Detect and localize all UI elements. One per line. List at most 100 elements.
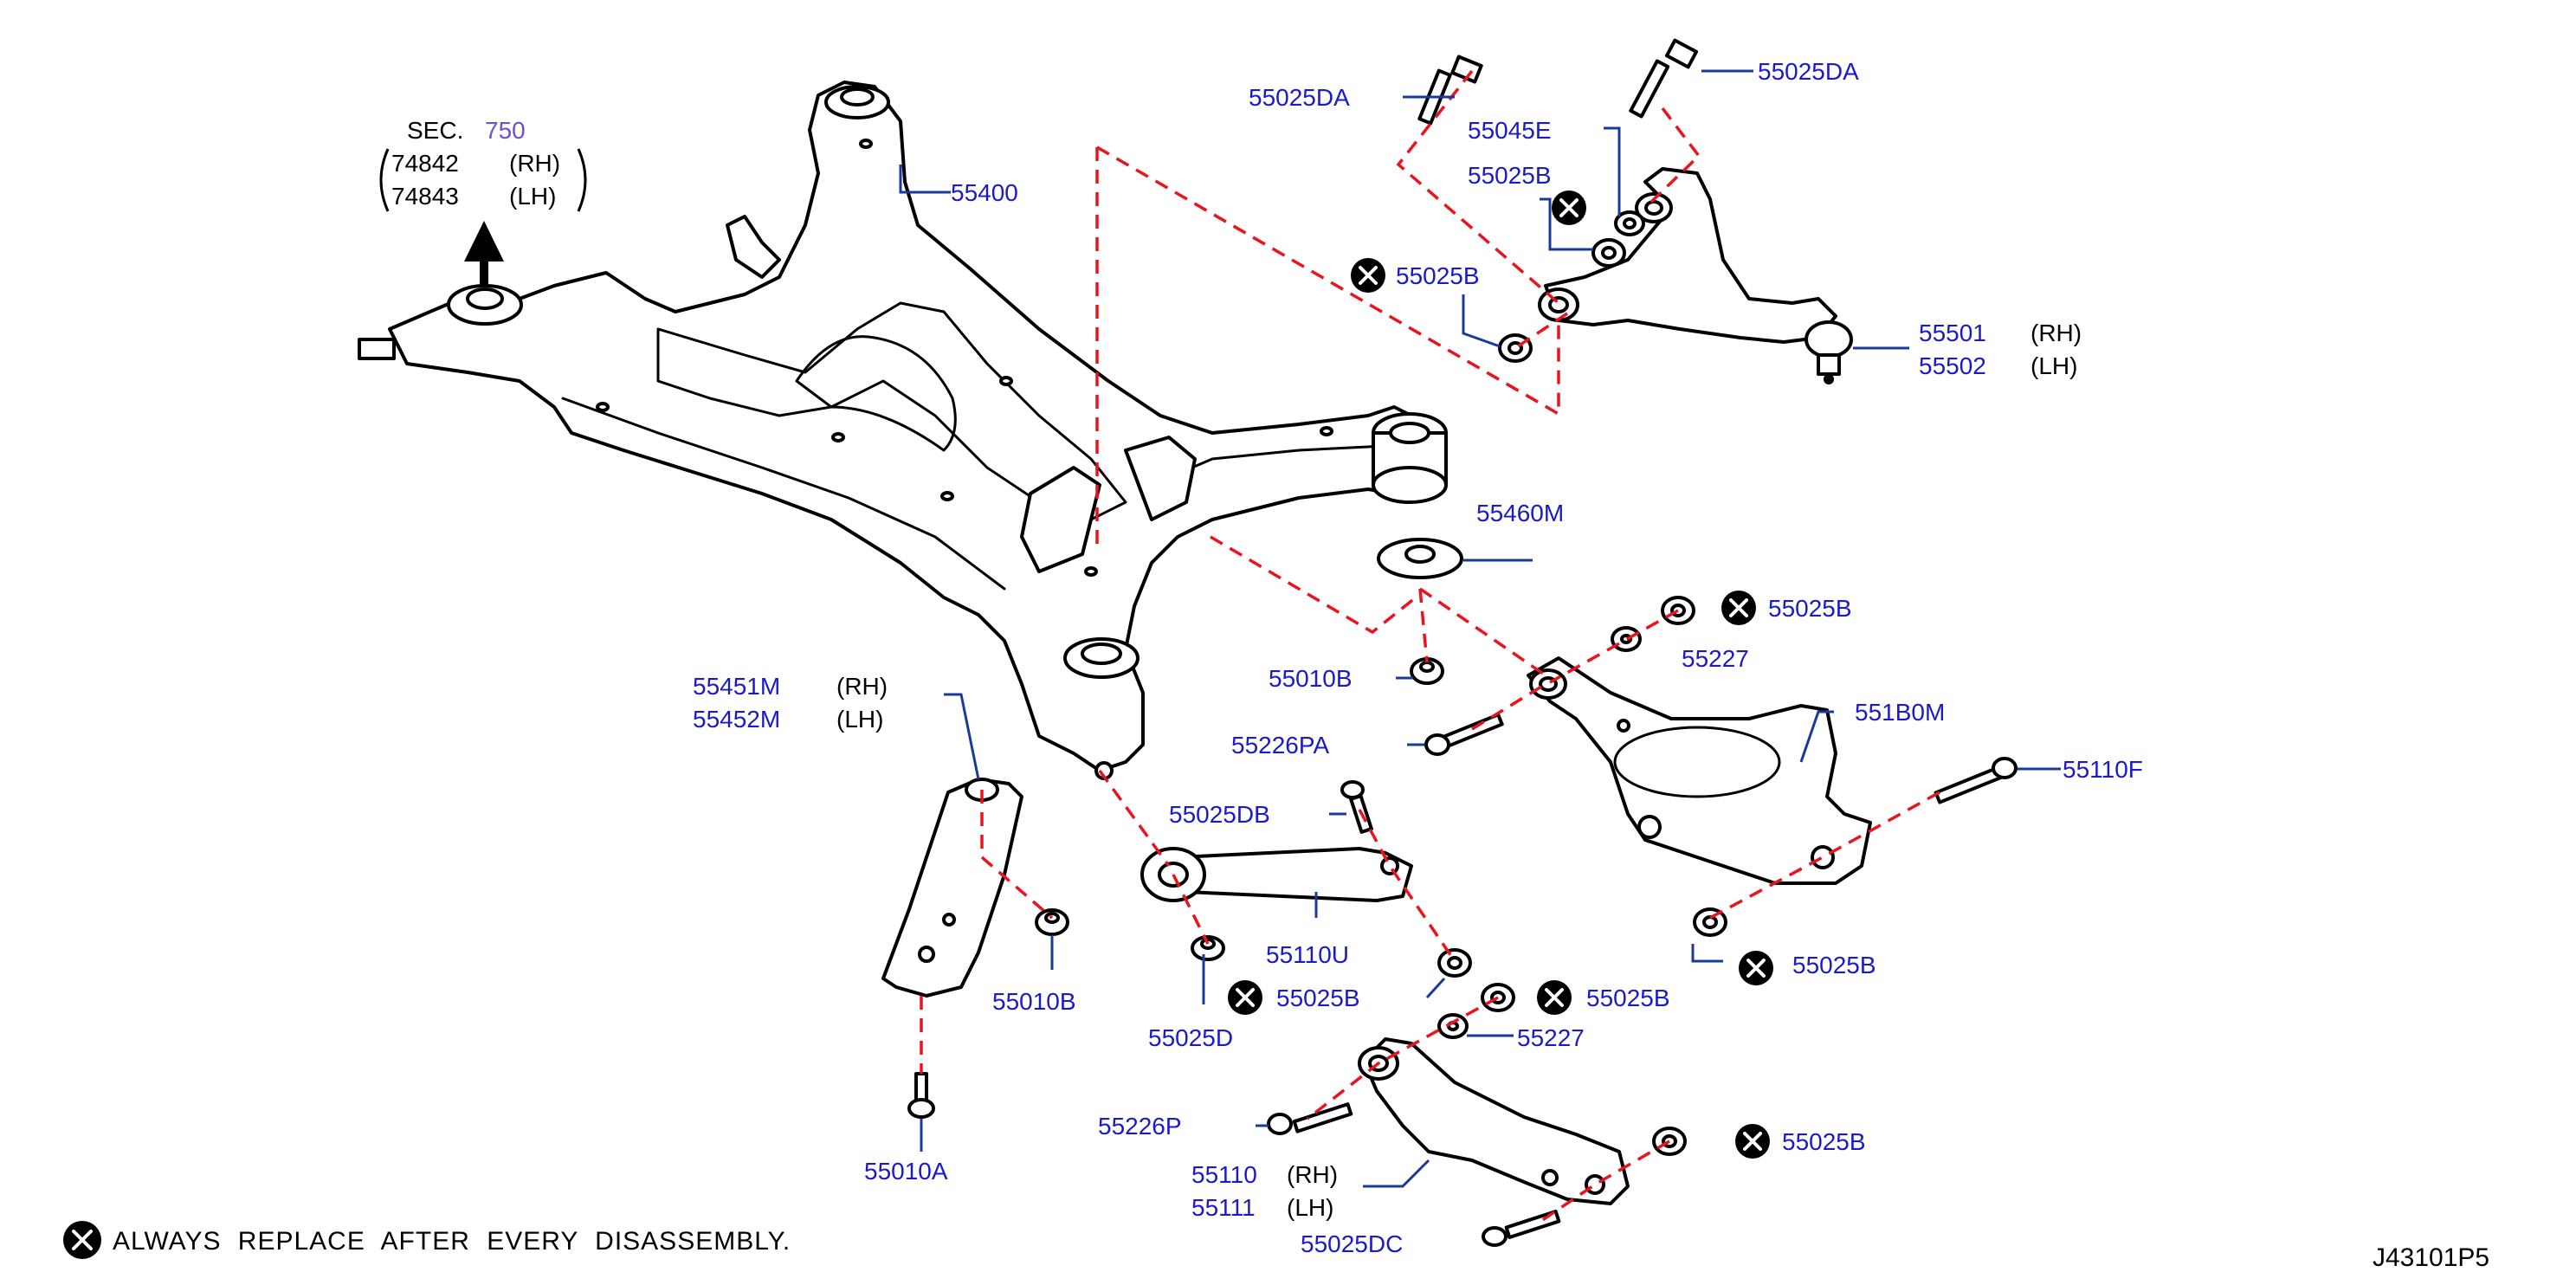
lower-control-arm (1527, 656, 1872, 885)
washer-55045E (1614, 210, 1645, 236)
lower-link-arm (1358, 1037, 1630, 1205)
subframe-holes (596, 139, 1333, 577)
nut-55025B-upper (1591, 238, 1626, 268)
front-left-bushing-core (466, 287, 504, 310)
sec-side-rh: (RH) (509, 150, 560, 177)
spring-seat-part (1377, 538, 1463, 579)
radius-link-hole-1 (918, 946, 935, 963)
sec-part-lh: 74843 (391, 183, 459, 210)
bracket-rear (1124, 436, 1197, 521)
label-55025DC: 55025DC (1301, 1230, 1403, 1257)
bracket-mid (1020, 466, 1101, 573)
bracket-front (726, 215, 781, 279)
upper-arm-bushing-front-core (1548, 296, 1569, 313)
label-55025B-low1: 55025B (1276, 985, 1360, 1011)
sec-side-lh: (LH) (509, 183, 556, 210)
bolt-55226PA (1424, 713, 1504, 756)
nut-55025B-low1 (1437, 948, 1472, 978)
side-lh-55452M: (LH) (836, 706, 883, 733)
label-55110: 55110 (1191, 1161, 1257, 1188)
rear-left-bushing (1063, 637, 1140, 679)
subframe-edge-line (561, 397, 1006, 591)
left-paren-icon (379, 148, 390, 212)
part-labels: 55400 55025DA 55025DA 55045E 55025B 5502… (693, 58, 2143, 1257)
label-55227-r: 55227 (1682, 645, 1749, 672)
toe-link-rod (1176, 847, 1413, 902)
nut-55010B-mid (1410, 657, 1444, 685)
lower-arm-hole (1617, 719, 1630, 733)
up-arrow-icon (464, 221, 504, 299)
leader-lines (899, 69, 2061, 1188)
front-right-bushing-core (840, 87, 875, 107)
upper-link-arm (1538, 167, 1853, 384)
label-55110F: 55110F (2063, 756, 2143, 783)
label-55227-low: 55227 (1517, 1024, 1585, 1051)
label-55110U: 55110U (1266, 941, 1349, 968)
subframe-left-stub (358, 338, 396, 360)
lower-link-hole (1541, 1169, 1559, 1186)
bolt-55025DA-left (1417, 55, 1483, 126)
replace-icon (1552, 190, 1586, 225)
radius-link-body (881, 778, 1023, 998)
radius-link-hole-2 (942, 913, 956, 927)
side-rh-55501: (RH) (2030, 320, 2082, 346)
subframe-opening (795, 335, 957, 452)
label-55025B-r2: 55025B (1792, 952, 1876, 978)
upper-arm-body (1544, 167, 1837, 344)
replace-note: ALWAYS REPLACE AFTER EVERY DISASSEMBLY. (113, 1227, 791, 1256)
label-55025B-r1: 55025B (1768, 595, 1852, 622)
side-lh-55111: (LH) (1287, 1194, 1333, 1221)
lower-arm-inner-hole (1637, 815, 1662, 839)
label-55010B-low: 55010B (992, 988, 1076, 1015)
rear-right-bushing (1372, 412, 1448, 504)
bolt-55025DB (1340, 780, 1373, 834)
label-55025DB: 55025DB (1169, 801, 1270, 828)
side-rh-55451M: (RH) (836, 673, 888, 700)
replace-icon (1537, 980, 1572, 1015)
bolt-55025DA-right (1629, 38, 1699, 119)
bolt-55110F (1934, 757, 2018, 804)
lower-link-end-hole (1585, 1174, 1605, 1195)
upper-arm-ball-joint (1804, 320, 1853, 384)
rear-suspension-member (358, 81, 1448, 780)
label-55460M: 55460M (1476, 500, 1564, 526)
subframe-crossmember (656, 301, 1127, 521)
label-55226P: 55226P (1098, 1113, 1182, 1140)
toe-link (1140, 847, 1413, 902)
label-55025DA-right: 55025DA (1758, 58, 1859, 85)
section-reference: SEC. 750 74842 (RH) 74843 (LH) (379, 117, 587, 299)
bolt-55226P (1267, 1102, 1353, 1135)
nut-55010B-low (1035, 908, 1069, 936)
washer-55227-low (1437, 1013, 1469, 1039)
bolt-55025D (1191, 935, 1225, 961)
label-55010A: 55010A (864, 1158, 948, 1185)
replace-icon (1721, 591, 1756, 625)
label-55010B-mid: 55010B (1269, 665, 1353, 692)
diagram-code: J43101P5 (2373, 1243, 2489, 1272)
radius-link (881, 778, 1023, 998)
replace-icon (1351, 258, 1385, 293)
label-55400: 55400 (951, 179, 1018, 206)
right-paren-icon (577, 148, 587, 212)
label-55025B-mid: 55025B (1396, 262, 1480, 289)
label-55025B-low3: 55025B (1782, 1128, 1866, 1155)
label-55502: 55502 (1919, 352, 1986, 379)
fasteners (907, 38, 2018, 1247)
label-55111: 55111 (1191, 1194, 1256, 1221)
sec-prefix: SEC. (407, 117, 463, 144)
lower-arm-body (1527, 656, 1872, 885)
label-551B0M: 551B0M (1855, 699, 1945, 726)
side-lh-55502: (LH) (2030, 352, 2077, 379)
nut-55025B-r2 (1693, 907, 1727, 937)
label-55501: 55501 (1919, 320, 1986, 346)
lower-arm-spring-seat (1613, 726, 1781, 798)
replace-icon (1735, 1124, 1770, 1159)
washer-55227-r (1611, 626, 1642, 652)
sec-part-rh: 74842 (391, 150, 459, 177)
replace-icon (1739, 951, 1773, 985)
label-55045E: 55045E (1468, 117, 1552, 144)
label-55451M: 55451M (693, 673, 780, 700)
replace-icon (1228, 980, 1262, 1015)
label-55226PA: 55226PA (1231, 732, 1329, 759)
